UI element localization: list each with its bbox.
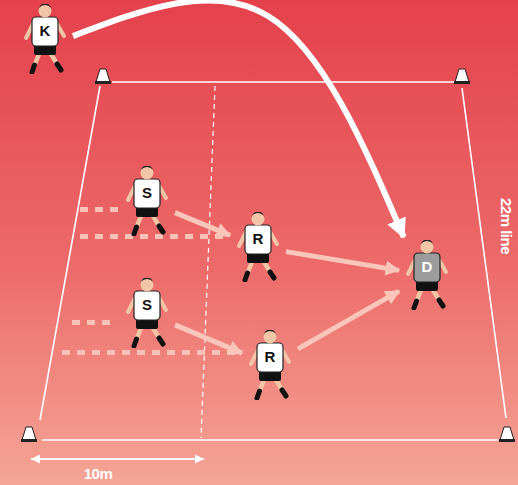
pitch-lines: [40, 82, 506, 440]
run-arrow: [298, 291, 399, 349]
kick-arc: [73, 0, 404, 237]
player: S: [122, 278, 172, 348]
dimension-arrow: [31, 458, 204, 460]
run-arrow: [175, 325, 242, 353]
player: S: [122, 166, 172, 236]
cones: [21, 69, 515, 442]
run-arrow: [175, 213, 230, 236]
dimension-label: 10m: [84, 466, 113, 482]
run-arrow: [286, 252, 399, 271]
player: K: [20, 4, 70, 74]
player: D: [402, 240, 452, 310]
player: R: [245, 330, 295, 400]
player-letter: R: [233, 230, 283, 248]
player-letter: R: [245, 348, 295, 366]
player-letter: K: [20, 22, 70, 40]
player: R: [233, 212, 283, 282]
player-letter: S: [122, 184, 172, 202]
player-letter: S: [122, 296, 172, 314]
run-lines: [62, 207, 235, 355]
line-label: 22m line: [498, 198, 514, 254]
player-letter: D: [402, 258, 452, 276]
